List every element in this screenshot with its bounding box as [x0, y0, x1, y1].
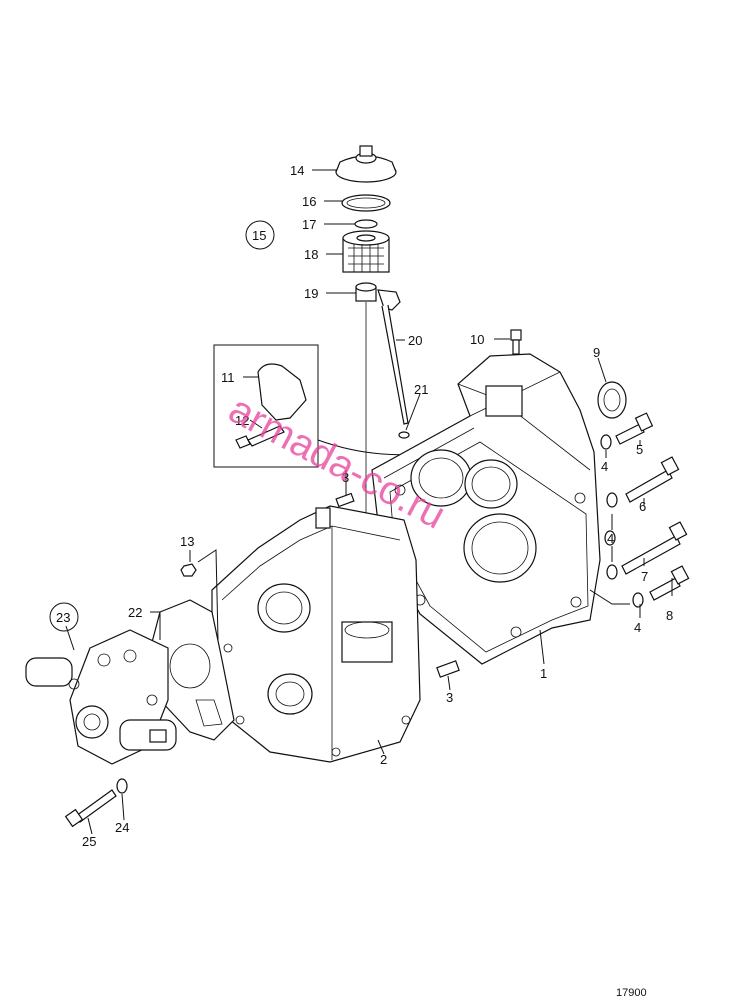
flywheel-housing	[371, 353, 601, 665]
callout-6: 6	[639, 499, 646, 514]
gearbox-housing	[211, 505, 421, 763]
callout-24: 24	[115, 820, 129, 835]
callout-23: 23	[56, 610, 70, 625]
filter-cartridge	[342, 230, 390, 273]
dowel-pin-upper	[335, 492, 355, 508]
dipstick-washer	[398, 431, 410, 439]
callout-21: 21	[414, 382, 428, 397]
callout-8: 8	[666, 608, 673, 623]
washer-5	[600, 434, 612, 450]
o-ring-small	[354, 219, 378, 229]
callout-12: 12	[235, 413, 249, 428]
bolt-25	[64, 789, 117, 828]
dipstick	[377, 289, 409, 425]
bolt-6	[625, 456, 680, 503]
callout-4-bottom: 4	[634, 620, 641, 635]
callout-15-circle	[245, 220, 275, 250]
filter-cap	[335, 145, 397, 183]
bolt-5	[615, 412, 654, 445]
breather-valve	[510, 329, 522, 355]
callout-20: 20	[408, 333, 422, 348]
control-valve-block	[25, 629, 177, 765]
callout-15: 15	[252, 228, 266, 243]
callout-4-middle: 4	[607, 531, 614, 546]
washer-4b	[604, 530, 616, 546]
callout-9: 9	[593, 345, 600, 360]
leader-lines	[65, 169, 673, 835]
oil-seal	[597, 381, 627, 419]
callout-10: 10	[470, 332, 484, 347]
callout-14: 14	[290, 163, 304, 178]
washer-8	[632, 592, 644, 608]
callout-17: 17	[302, 217, 316, 232]
bolt-8	[649, 565, 690, 601]
washer-7	[606, 564, 618, 580]
callout-5: 5	[636, 442, 643, 457]
dowel-pin-lower	[436, 660, 460, 678]
figure-reference: 17900	[616, 987, 647, 999]
callout-18: 18	[304, 247, 318, 262]
o-ring-large	[341, 194, 391, 212]
callout-16: 16	[302, 194, 316, 209]
callout-19: 19	[304, 286, 318, 301]
callout-1: 1	[540, 666, 547, 681]
bolt-7	[621, 521, 688, 575]
washer-24	[116, 778, 128, 794]
filter-adapter	[355, 282, 377, 302]
callout-25: 25	[82, 834, 96, 849]
detail-inset	[213, 344, 319, 468]
callout-13: 13	[180, 534, 194, 549]
callout-22: 22	[128, 605, 142, 620]
callout-23-circle	[49, 602, 79, 632]
callout-3-upper: 3	[342, 470, 349, 485]
hex-nut	[180, 563, 197, 577]
callout-3-lower: 3	[446, 690, 453, 705]
callout-4-top: 4	[601, 459, 608, 474]
callout-2: 2	[380, 752, 387, 767]
callout-11: 11	[221, 370, 235, 385]
washer-6	[606, 492, 618, 508]
callout-7: 7	[641, 569, 648, 584]
